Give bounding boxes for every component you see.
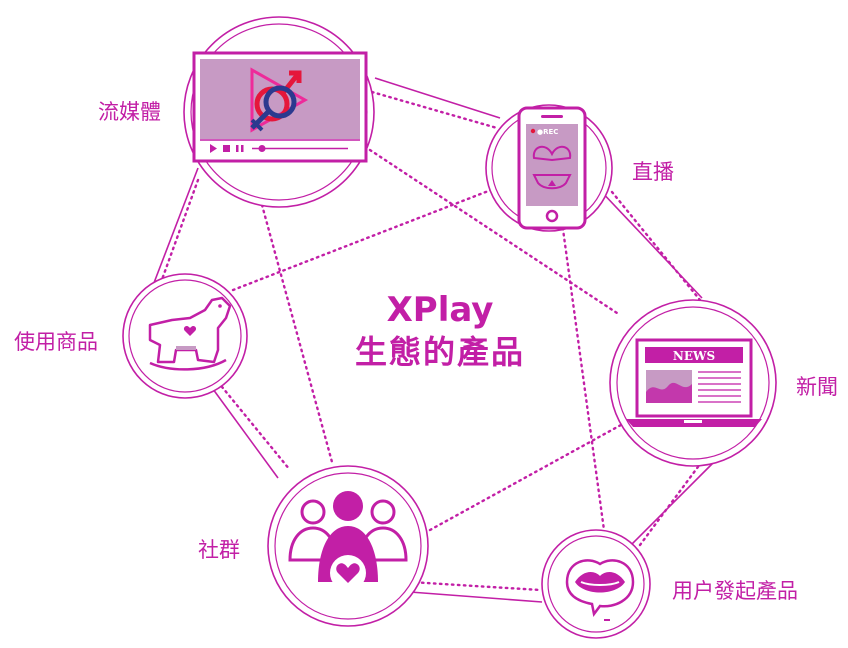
label-products: 使用商品 [14, 330, 98, 354]
label-community: 社群 [198, 538, 240, 562]
dotted-live-ugc [560, 220, 606, 532]
laptop-news-icon: NEWS [626, 338, 762, 427]
label-news: 新聞 [796, 375, 838, 399]
ring-news [616, 306, 770, 460]
dotted-live-news [610, 190, 702, 302]
rocking-horse-icon [148, 296, 232, 371]
dotted-products-community [216, 380, 292, 472]
ring-products [128, 279, 242, 393]
dotted-connectors [158, 90, 714, 592]
phone-live-icon: ●REC [517, 106, 587, 230]
group-heart-icon [288, 491, 408, 591]
news-text: NEWS [673, 349, 715, 363]
lips-speech-icon [565, 559, 635, 621]
title-line-1: XPlay [386, 290, 494, 330]
link-community-ugc [409, 591, 543, 603]
label-live: 直播 [632, 160, 674, 184]
diagram-title: XPlay 生態的產品 [320, 290, 560, 374]
link-streaming-live [374, 77, 501, 119]
dotted-products-live [231, 186, 498, 292]
dotted-community-news [428, 418, 632, 532]
link-products-community [209, 384, 279, 479]
title-line-2: 生態的產品 [354, 333, 525, 371]
video-player-icon [192, 51, 368, 163]
rec-text: ●REC [537, 128, 558, 136]
dotted-streaming-products [158, 178, 200, 287]
label-streaming: 流媒體 [98, 100, 161, 124]
link-news-live [597, 187, 703, 299]
link-streaming-products [151, 167, 199, 289]
link-ugc-news [627, 457, 719, 549]
dotted-streaming-community [260, 203, 334, 464]
dotted-streaming-news [368, 148, 622, 317]
ring-ugc [547, 535, 645, 633]
dotted-streaming-live [370, 90, 499, 130]
label-ugc: 用户發起產品 [672, 579, 798, 603]
dotted-community-ugc [408, 580, 542, 592]
ring-community [274, 472, 422, 620]
dotted-ugc-news [638, 446, 714, 547]
